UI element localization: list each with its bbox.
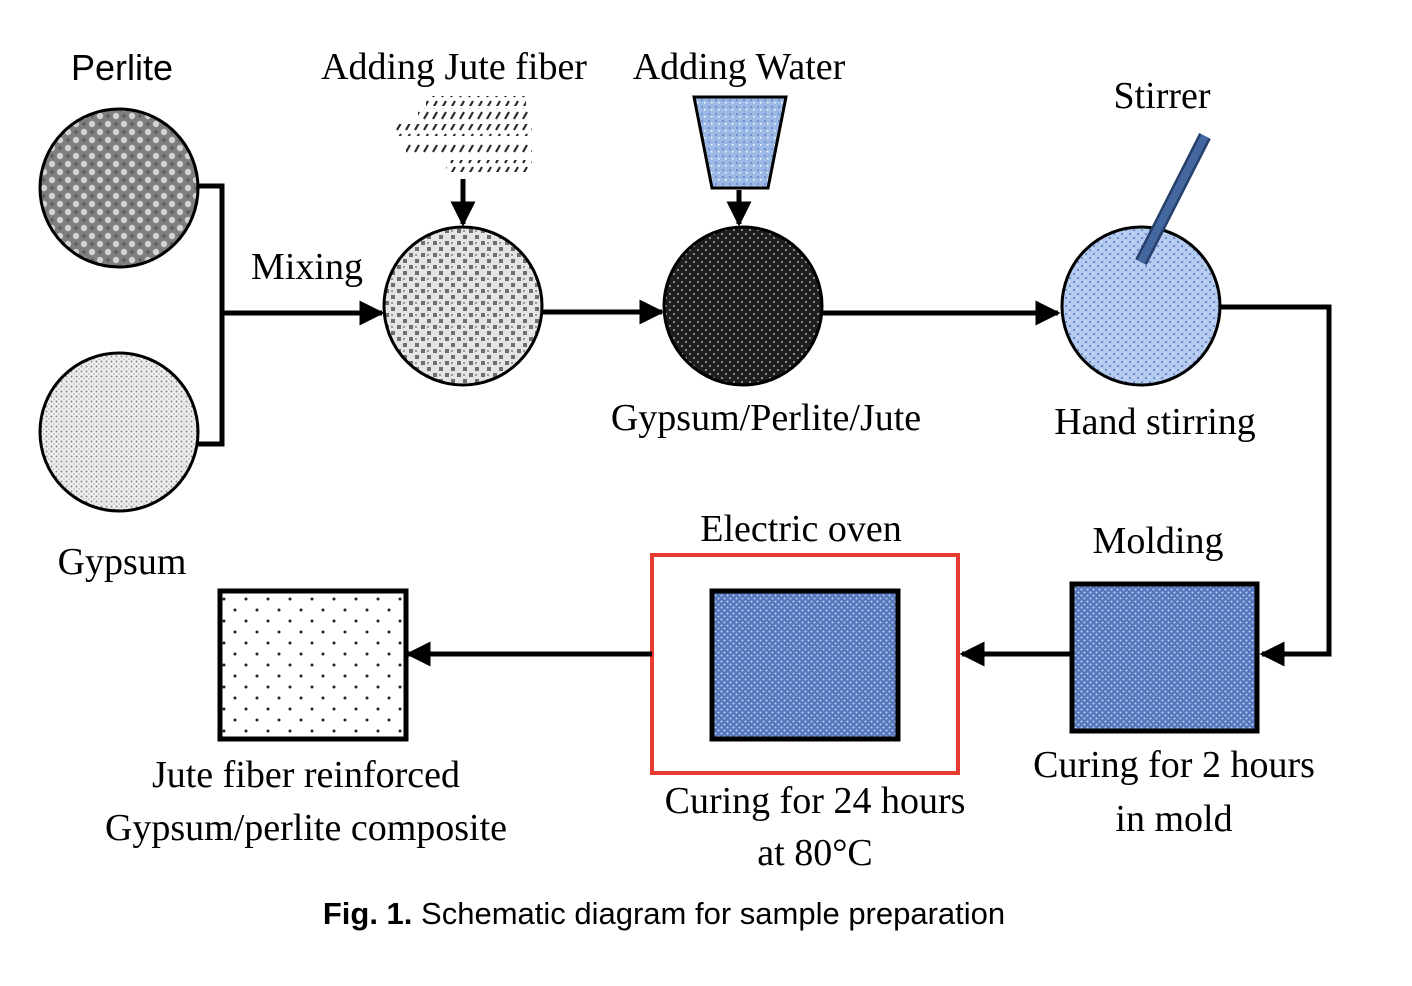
oven-sample-box: [709, 588, 901, 742]
connector-to-mold: [1220, 304, 1332, 667]
curing-oven-line1: Curing for 24 hours: [665, 780, 966, 822]
curing-mold-line1: Curing for 2 hours: [1033, 744, 1315, 786]
hand-stirring-label: Hand stirring: [1054, 401, 1256, 443]
mixing-label: Mixing: [251, 246, 363, 288]
stirrer-icon: [1135, 133, 1211, 265]
molding-label: Molding: [1093, 520, 1224, 562]
electric-oven-frame: [650, 553, 960, 775]
gypsum-label: Gypsum: [58, 541, 187, 583]
product-line1: Jute fiber reinforced: [152, 754, 460, 796]
electric-oven-label: Electric oven: [700, 508, 902, 550]
product-box: [217, 588, 409, 742]
gypsum-perlite-jute-label: Gypsum/Perlite/Jute: [611, 397, 921, 439]
curing-mold-line2: in mold: [1115, 798, 1232, 840]
adding-jute-label: Adding Jute fiber: [321, 46, 587, 88]
perlite-circle: [38, 107, 200, 269]
caption-prefix: Fig. 1.: [323, 896, 413, 931]
adding-water-label: Adding Water: [633, 46, 846, 88]
jute-fiber-icon: [394, 96, 532, 172]
mixture-circle: [382, 225, 544, 387]
stirrer-label: Stirrer: [1113, 75, 1210, 117]
caption-text: Schematic diagram for sample preparation: [412, 896, 1005, 931]
gypsum-perlite-jute-circle: [662, 225, 824, 387]
bracket-connector: [198, 183, 225, 447]
perlite-label: Perlite: [71, 47, 173, 88]
gypsum-circle: [38, 351, 200, 513]
curing-oven-line2: at 80°C: [757, 832, 872, 874]
mold-box: [1069, 581, 1260, 734]
product-line2: Gypsum/perlite composite: [105, 807, 507, 849]
water-container-icon: [692, 95, 788, 190]
figure-caption: Fig. 1. Schematic diagram for sample pre…: [323, 896, 1005, 931]
